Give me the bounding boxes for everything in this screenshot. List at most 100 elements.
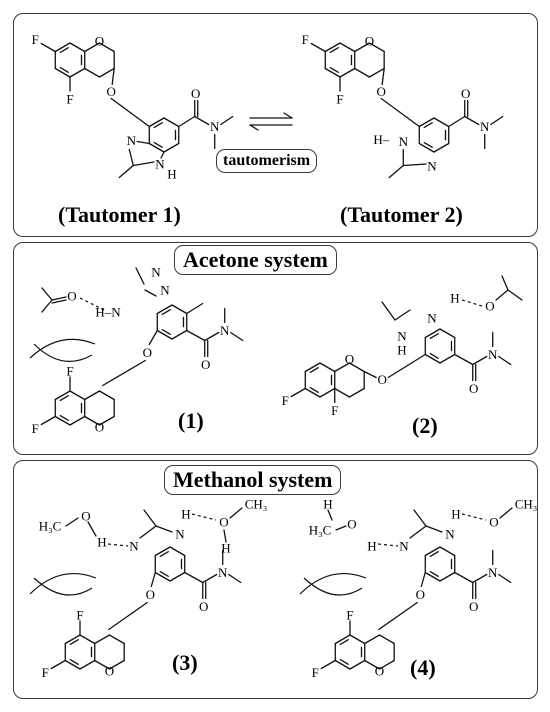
amide-nitrogen-label: N <box>218 565 228 580</box>
complex-3-label: (3) <box>172 650 198 675</box>
benzimidazole-ring <box>163 142 180 153</box>
methyl-label: CH₃ <box>515 497 538 512</box>
methyl-bond <box>381 301 396 321</box>
benzimidazole-ring <box>154 546 171 557</box>
benzimidazole-ring <box>153 122 163 129</box>
methanol-oxygen-label: O <box>347 517 356 532</box>
h-label: H <box>323 497 332 512</box>
pyran-bond <box>348 387 365 398</box>
steric-clash-arc <box>33 577 93 596</box>
ether-bond <box>108 601 148 631</box>
ether-bond <box>102 359 146 387</box>
methyl-bond <box>135 267 145 285</box>
benzimidazole-ring <box>148 142 165 153</box>
pyran-bond <box>354 42 371 53</box>
fluorine-label: F <box>42 665 49 680</box>
methyl-bond <box>388 164 404 179</box>
benzimidazole-ring <box>156 329 173 340</box>
benzimidazole-ring <box>148 117 165 128</box>
benzimidazole-ring <box>429 570 439 577</box>
amide-bond <box>184 571 204 584</box>
benzimidazole-ring <box>424 571 441 582</box>
imidazole-nitrogen-label: N <box>129 539 139 554</box>
hydrogen-bond <box>377 543 399 547</box>
pyran-bond <box>378 659 395 670</box>
chroman-aromatic-ring <box>329 47 339 54</box>
nh-hydrogen-label: H– <box>373 132 389 147</box>
amide-nitrogen-label: N <box>220 323 230 338</box>
amide-bond <box>472 355 488 366</box>
chroman-aromatic-ring <box>59 66 69 73</box>
ether-bond <box>148 329 158 346</box>
chroman-aromatic-ring <box>59 414 69 421</box>
methyl-bond <box>498 355 512 366</box>
benzimidazole-ring <box>439 353 456 364</box>
carbonyl-oxygen-label: O <box>469 599 478 614</box>
methyl-label: H₃C <box>309 523 332 538</box>
ether-oxygen-label: O <box>377 372 386 387</box>
imidazole-bond <box>132 161 155 167</box>
hydrogen-bond <box>79 297 105 311</box>
benzimidazole-ring <box>439 546 456 557</box>
benzimidazole-ring <box>433 142 450 153</box>
imidazole-nitrogen-label: N <box>427 311 437 326</box>
oxygen-label: O <box>375 664 384 679</box>
pyran-bond <box>108 634 125 645</box>
h-label: H <box>221 541 230 556</box>
acetone-oxygen-label: O <box>485 299 494 314</box>
oxygen-label: O <box>345 352 354 367</box>
imidazole-bond <box>425 525 443 533</box>
methyl-bond <box>143 509 157 527</box>
oxygen-label: O <box>365 34 374 49</box>
imidazole-nitrogen-label: N <box>399 539 409 554</box>
ether-oxygen-label: O <box>143 345 152 360</box>
fluorine-label: F <box>336 92 343 107</box>
tautomer-1-label: (Tautomer 1) <box>58 202 181 227</box>
fluorine-label: F <box>32 32 39 47</box>
oxygen-label: O <box>95 420 104 435</box>
acetone-carbonyl-bond <box>51 296 67 301</box>
chroman-aromatic-ring <box>309 367 319 374</box>
imidazole-nitrogen-label: N <box>427 159 437 174</box>
equilibrium-arrow <box>283 112 293 119</box>
benzimidazole-ring <box>156 304 173 315</box>
amide-bond <box>186 302 204 315</box>
imidazole-nitrogen-label: N <box>155 157 165 172</box>
methanol-system-title: Methanol system <box>164 465 342 495</box>
steric-clash-arc <box>303 577 363 596</box>
benzimidazole-ring <box>161 309 171 316</box>
ether-oxygen-label: O <box>146 587 155 602</box>
benzimidazole-ring <box>429 333 439 340</box>
tautomer-2-label: (Tautomer 2) <box>340 202 463 227</box>
chroman-aromatic-ring <box>319 362 336 373</box>
complex-1-label: (1) <box>178 408 204 433</box>
pyran-bond <box>84 415 101 426</box>
methanol-oxygen-label: O <box>219 515 228 530</box>
amide-nitrogen-label: N <box>488 565 498 580</box>
acetone-system-title: Acetone system <box>174 245 337 275</box>
benzimidazole-ring <box>171 329 188 340</box>
benzimidazole-ring <box>418 142 435 153</box>
fluorine-label: F <box>76 608 83 623</box>
methyl-bond <box>498 573 512 584</box>
chroman-aromatic-ring <box>334 634 351 645</box>
pyran-bond <box>84 67 101 78</box>
benzimidazole-ring <box>159 551 169 558</box>
acetone-carbonyl-bond <box>495 289 509 301</box>
ether-oxygen-label: O <box>376 84 385 99</box>
imidazole-bond <box>139 525 157 539</box>
chroman-aromatic-ring <box>54 415 71 426</box>
benzimidazole-ring <box>169 571 186 582</box>
complex-4-label: (4) <box>410 655 436 680</box>
nh-hydrogen-label: H <box>397 343 406 358</box>
carbonyl-oxygen-label: O <box>199 599 208 614</box>
benzimidazole-ring <box>159 570 169 577</box>
fluorine-label: F <box>346 608 353 623</box>
pyran-bond <box>108 659 125 670</box>
fluorine-label: F <box>32 421 39 436</box>
chroman-aromatic-ring <box>349 634 366 645</box>
benzimidazole-ring <box>439 571 456 582</box>
amide-bond <box>454 353 474 366</box>
f-bond <box>40 415 56 426</box>
methyl-bond <box>230 331 244 342</box>
